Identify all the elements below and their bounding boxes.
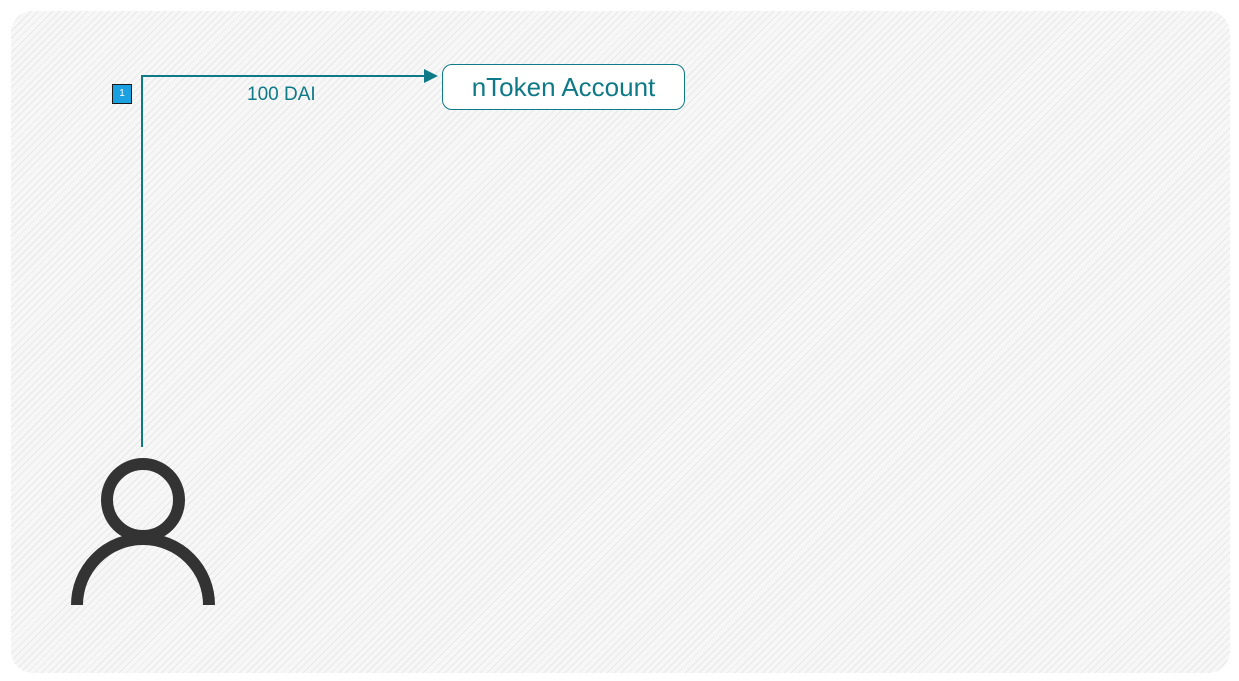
ntoken-account-label: nToken Account xyxy=(471,71,656,102)
diagram-canvas xyxy=(11,11,1230,673)
flow-amount-label: 100 DAI xyxy=(247,84,316,105)
user-icon xyxy=(71,458,215,606)
step-badge: 1 xyxy=(112,84,132,104)
flow-connector xyxy=(141,75,426,447)
arrow-head-icon xyxy=(424,69,438,83)
ntoken-account-node[interactable]: nToken Account xyxy=(442,64,685,110)
